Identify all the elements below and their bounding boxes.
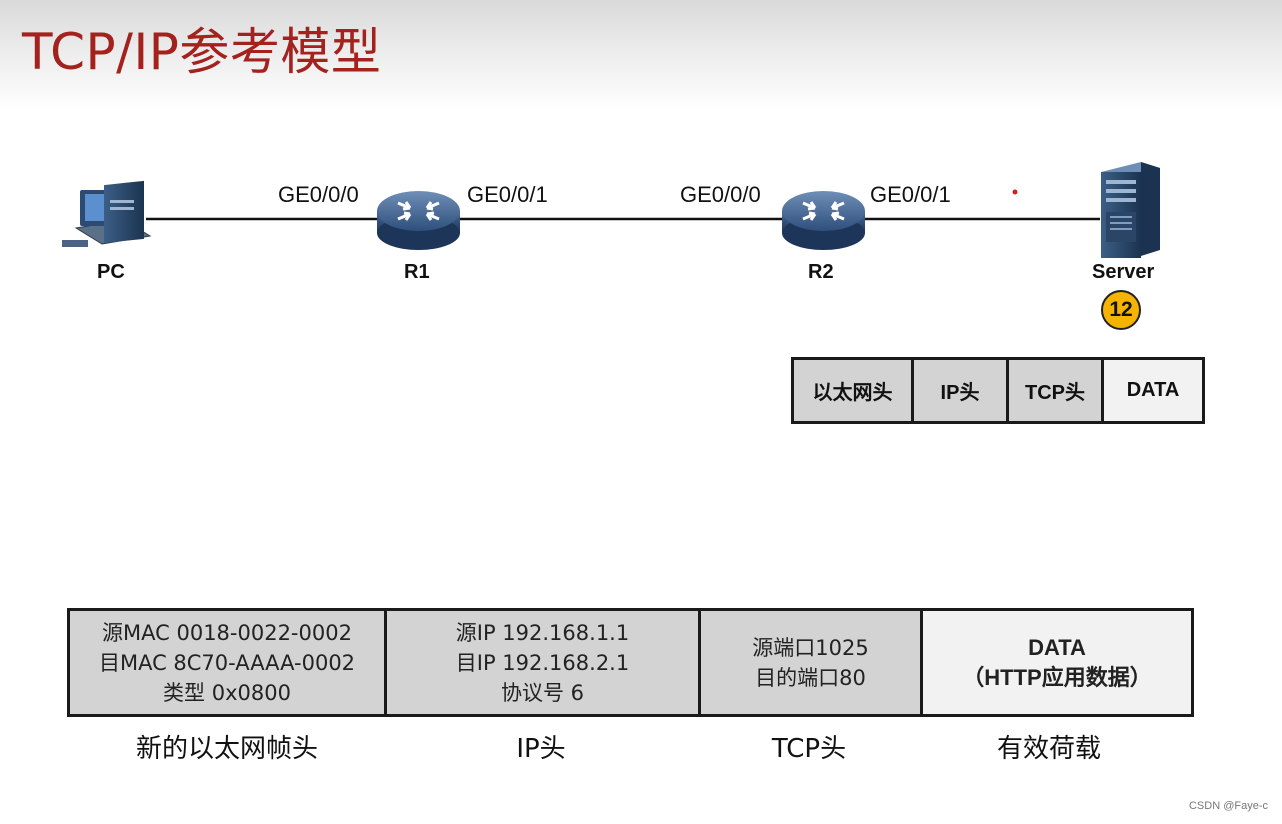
eth-type: 类型 0x0800: [163, 680, 291, 705]
segment-ip-header: IP头: [914, 360, 1009, 421]
src-ip: 源IP 192.168.1.1: [455, 620, 630, 645]
device-label-pc: PC: [97, 261, 125, 283]
segment-data: DATA: [1104, 360, 1202, 421]
ip-header-cell: 源IP 192.168.1.1 目IP 192.168.2.1 协议号 6: [387, 611, 701, 714]
data-subtitle: （HTTP应用数据）: [962, 664, 1152, 690]
server-icon: [1101, 162, 1160, 258]
step-badge: 12: [1101, 290, 1141, 330]
page-title: TCP/IP参考模型: [22, 23, 382, 81]
router-icon: [782, 191, 865, 250]
caption-tcp-header: TCP头: [771, 734, 847, 764]
src-mac: 源MAC 0018-0022-0002: [102, 620, 352, 645]
iface-r2-right: GE0/0/1: [870, 182, 951, 207]
tcp-header-cell: 源端口1025 目的端口80: [701, 611, 923, 714]
protocol-number: 协议号 6: [500, 680, 585, 705]
title-band: [0, 0, 1282, 112]
dst-port: 目的端口80: [755, 665, 866, 690]
dst-ip: 目IP 192.168.2.1: [455, 650, 630, 675]
iface-r1-left: GE0/0/0: [278, 182, 359, 207]
segment-tcp-header: TCP头: [1009, 360, 1104, 421]
caption-payload: 有效荷载: [996, 734, 1101, 764]
src-port: 源端口1025: [752, 635, 869, 660]
iface-r2-left: GE0/0/0: [680, 182, 761, 207]
topology-diagram: [62, 162, 1160, 258]
ethernet-header-cell: 源MAC 0018-0022-0002 目MAC 8C70-AAAA-0002 …: [70, 611, 387, 714]
packet-frame-summary: 以太网头 IP头 TCP头 DATA: [791, 357, 1205, 424]
device-label-r2: R2: [808, 261, 834, 283]
watermark: CSDN @Faye-c: [1188, 800, 1268, 812]
data-title: DATA: [1028, 634, 1086, 660]
cursor-marker: [1012, 189, 1018, 195]
segment-ethernet-header: 以太网头: [794, 360, 914, 421]
dst-mac: 目MAC 8C70-AAAA-0002: [98, 650, 356, 675]
data-cell: DATA （HTTP应用数据）: [923, 611, 1191, 714]
device-label-server: Server: [1092, 261, 1155, 283]
pc-icon: [62, 180, 152, 247]
caption-ip-header: IP头: [516, 734, 566, 764]
device-label-r1: R1: [404, 261, 430, 283]
iface-r1-right: GE0/0/1: [467, 182, 548, 207]
caption-ethernet-header: 新的以太网帧头: [135, 734, 318, 764]
router-icon: [377, 191, 460, 250]
packet-frame-detail: 源MAC 0018-0022-0002 目MAC 8C70-AAAA-0002 …: [67, 608, 1194, 717]
